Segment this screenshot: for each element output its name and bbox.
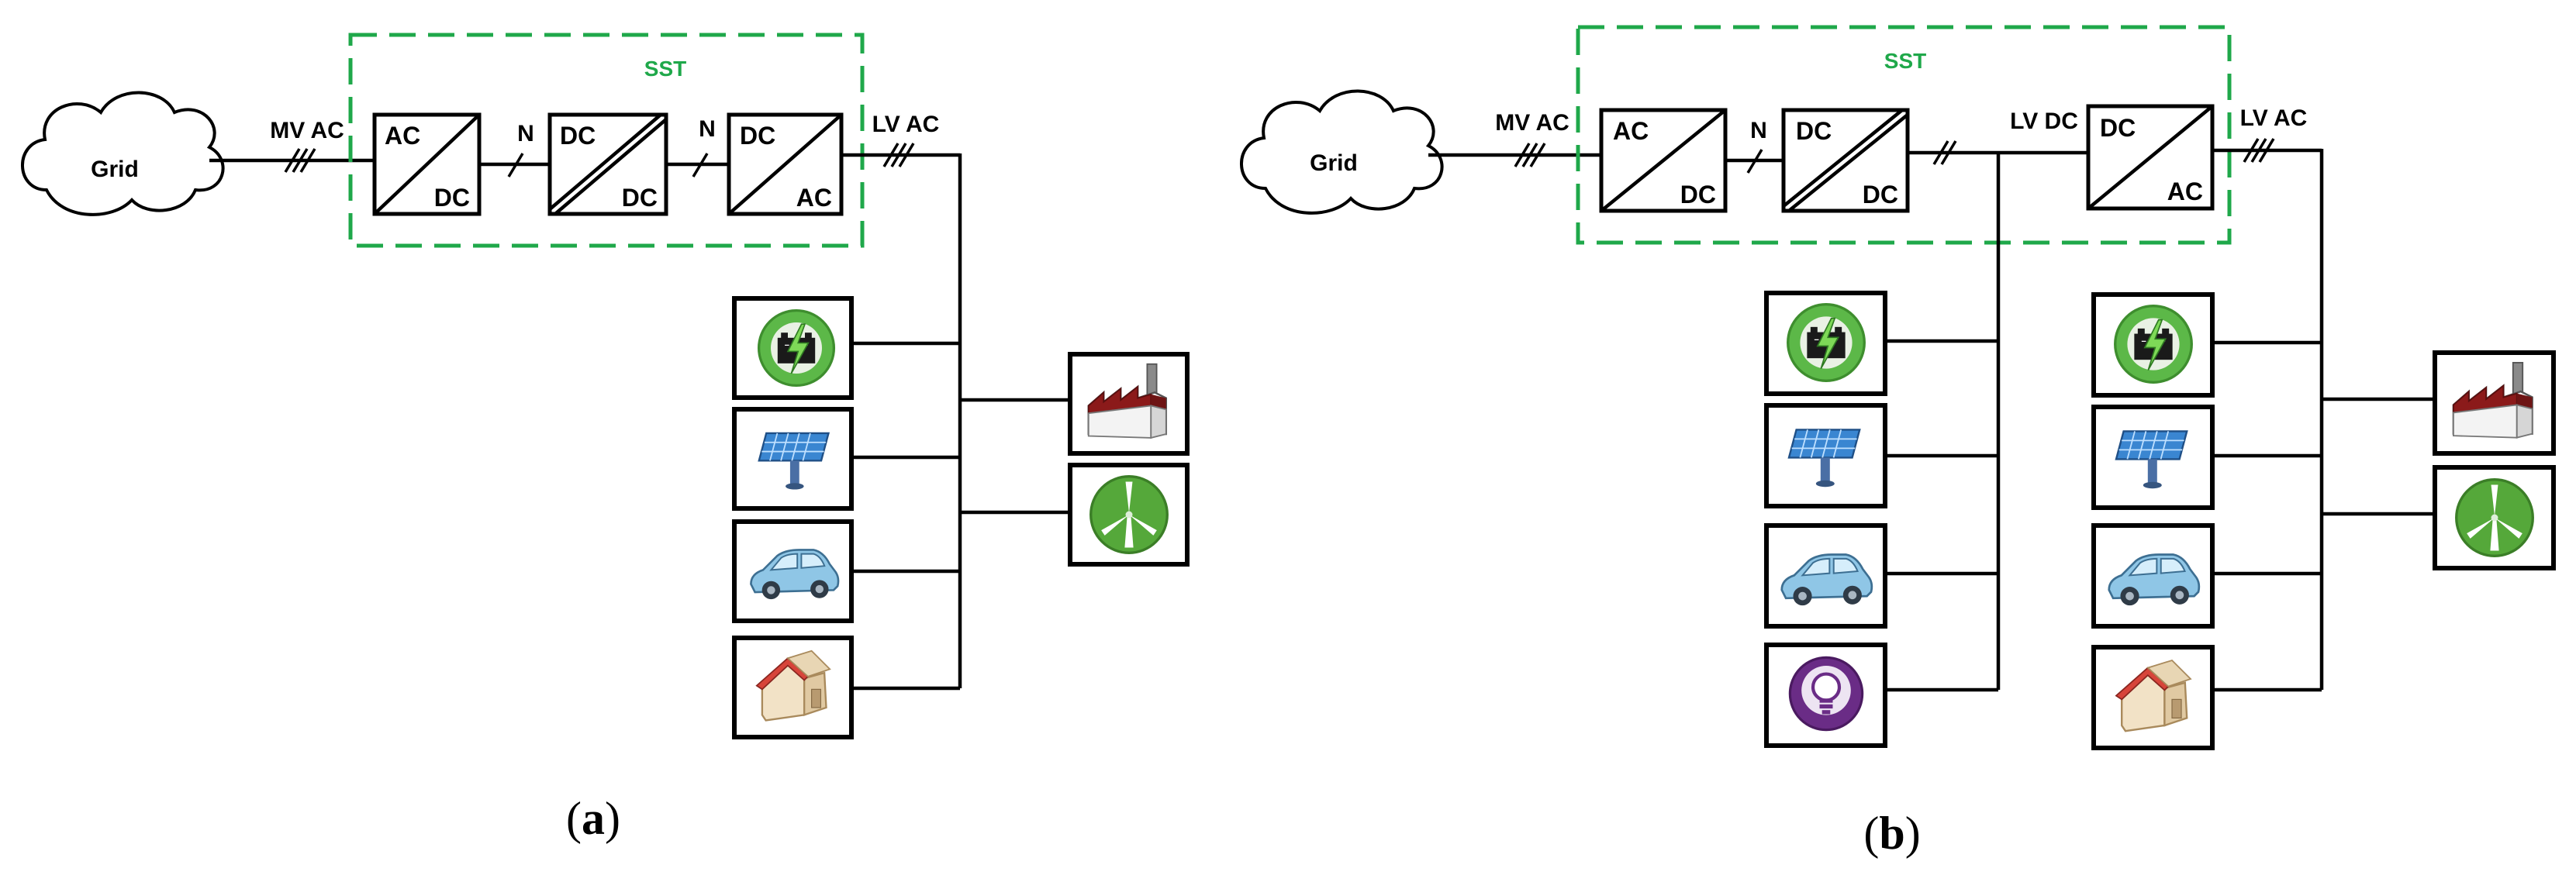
device-house-a	[732, 636, 854, 739]
grid-cloud-b: Grid	[1240, 89, 1444, 215]
n-marker-2-a	[692, 153, 709, 177]
lv-ac-label-a: LV AC	[872, 112, 940, 137]
grid-cloud-a: Grid	[21, 91, 225, 216]
dc-marker-b	[1932, 140, 1957, 165]
light-bulb-icon	[1790, 657, 1862, 729]
converter-3-top-a: DC	[740, 122, 775, 150]
lv-ac-label-b: LV AC	[2240, 105, 2308, 131]
ac-device-car-b	[2091, 523, 2215, 629]
caption-b: (b)	[1863, 808, 1920, 859]
converter-2-bottom-b: DC	[1863, 181, 1898, 208]
converter-ac-dc-b: AC DC	[1599, 108, 1728, 213]
sst-boundary-b	[1576, 25, 2232, 245]
battery-icon	[1787, 303, 1866, 382]
diagram-a: Grid MV AC SST AC DC N DC DC	[21, 33, 1190, 844]
device-wind-b	[2433, 465, 2556, 570]
ac-device-solar-b	[2091, 405, 2215, 510]
device-factory-b	[2433, 350, 2556, 456]
wind-turbine-icon	[2455, 478, 2534, 557]
diagram-b: Grid MV AC SST AC DC N DC DC	[1240, 25, 2556, 859]
three-phase-marker-mv-a	[284, 148, 316, 173]
converter-1-bottom-a: DC	[434, 184, 470, 212]
converter-2-bottom-a: DC	[622, 184, 658, 212]
converter-1-top-b: AC	[1613, 117, 1649, 145]
n-marker-b	[1746, 149, 1763, 174]
converter-1-bottom-b: DC	[1680, 181, 1716, 208]
device-factory-a	[1068, 352, 1190, 456]
converter-3-bottom-b: AC	[2167, 177, 2203, 205]
caption-a: (a)	[566, 793, 620, 844]
ac-device-battery-b	[2091, 292, 2215, 398]
converter-ac-dc-a: AC DC	[372, 112, 482, 216]
dc-device-car-b	[1764, 523, 1887, 629]
converter-3-top-b: DC	[2100, 114, 2136, 142]
device-solar-a	[732, 407, 854, 511]
three-phase-marker-mv-b	[1514, 143, 1546, 167]
dc-device-battery-b	[1764, 291, 1887, 396]
n-label-2-a: N	[699, 116, 716, 142]
device-battery-a	[732, 296, 854, 400]
grid-label-b: Grid	[1310, 150, 1358, 176]
battery-icon	[2114, 305, 2193, 384]
n-label-b: N	[1750, 118, 1767, 143]
device-wind-a	[1068, 463, 1190, 567]
converter-dc-ac-a: DC AC	[727, 112, 844, 216]
converter-2-top-b: DC	[1796, 117, 1832, 145]
ac-device-house-b	[2091, 645, 2215, 750]
n-marker-1-a	[507, 153, 524, 177]
converter-1-top-a: AC	[385, 122, 420, 150]
sst-label-a: SST	[644, 57, 686, 81]
converter-dc-dc-a: DC DC	[547, 112, 668, 216]
converter-3-bottom-a: AC	[796, 184, 832, 212]
three-phase-marker-lv-a	[882, 143, 915, 167]
lv-dc-label-b: LV DC	[2010, 109, 2078, 134]
converter-2-top-a: DC	[560, 122, 596, 150]
grid-label-a: Grid	[91, 157, 139, 182]
battery-icon	[757, 308, 836, 388]
converter-dc-ac-b: DC AC	[2086, 104, 2215, 211]
mv-ac-label-b: MV AC	[1495, 110, 1569, 136]
mv-ac-label-a: MV AC	[270, 118, 344, 143]
device-car-a	[732, 519, 854, 623]
wind-turbine-icon	[1089, 475, 1169, 554]
dc-device-light-b	[1764, 643, 1887, 748]
dc-device-solar-b	[1764, 403, 1887, 508]
three-phase-marker-lv-b	[2243, 138, 2275, 163]
converter-dc-dc-b: DC DC	[1781, 108, 1910, 213]
n-label-1-a: N	[517, 121, 534, 146]
sst-boundary-a	[348, 33, 865, 248]
sst-label-b: SST	[1884, 49, 1926, 73]
